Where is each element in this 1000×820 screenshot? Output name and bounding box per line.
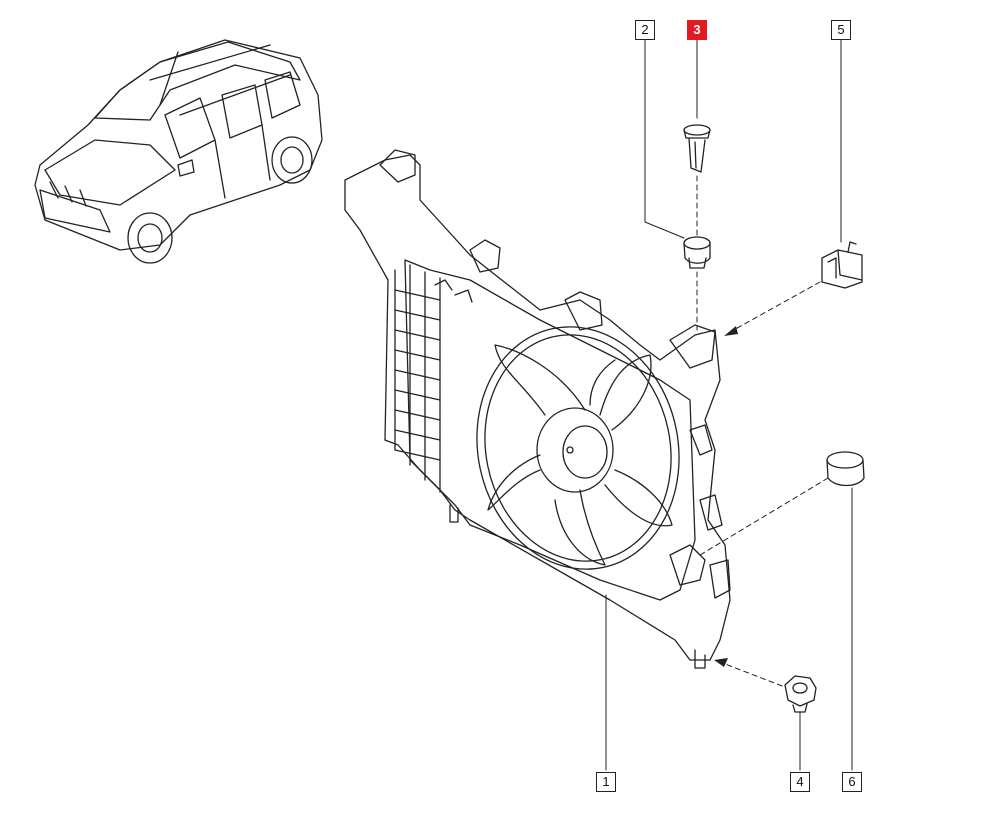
part-3-push-clip [683, 124, 711, 173]
callout-part-2[interactable]: 2 [635, 20, 655, 40]
arrowheads [714, 326, 738, 667]
assembly-dashed-lines [696, 175, 829, 687]
callout-part-4[interactable]: 4 [790, 772, 810, 792]
leader-lines [605, 39, 853, 771]
callout-part-1[interactable]: 1 [596, 772, 616, 792]
part-2-grommet [683, 236, 711, 269]
part-6-cap [826, 451, 865, 487]
vehicle-thumbnail [34, 39, 323, 264]
callout-part-6[interactable]: 6 [842, 772, 862, 792]
fan-shroud-assembly [344, 149, 731, 669]
callout-part-5[interactable]: 5 [831, 20, 851, 40]
part-4-nut [784, 675, 817, 713]
part-5-bracket-clip [821, 241, 863, 289]
callout-part-3[interactable]: 3 [687, 20, 707, 40]
